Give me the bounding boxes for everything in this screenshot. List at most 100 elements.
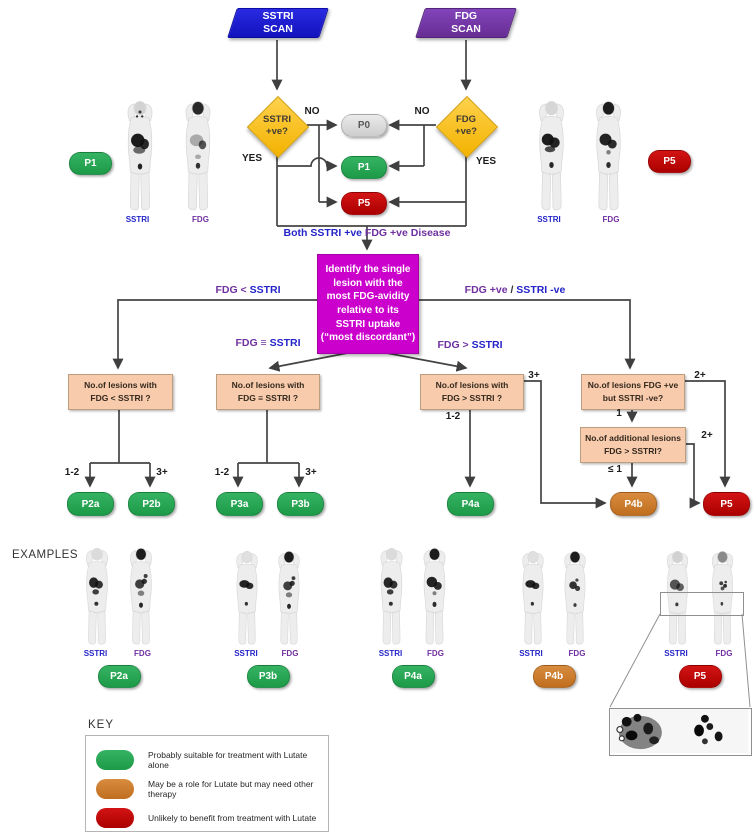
sstri-label: SSTRI	[664, 649, 688, 658]
node-sstri-scan: SSTRI SCAN	[227, 8, 329, 38]
examples-section-title: EXAMPLES	[12, 549, 78, 561]
key-orange-text: May be a role for Lutate but may need ot…	[148, 778, 314, 799]
count-q1-high: 3+	[156, 467, 168, 478]
scan-images	[224, 550, 312, 646]
branch-label-fdg-pos-sstri-neg: FDG +ve / SSTRI -ve	[457, 284, 573, 296]
scan-images	[518, 100, 642, 212]
example-p2a: SSTRI FDG P2a	[72, 547, 166, 688]
pet-scan-image-fdg	[554, 550, 596, 646]
sstri-label: SSTRI	[234, 649, 258, 658]
result-pill-p4b: P4b	[610, 492, 657, 516]
inset-scan-detail	[611, 709, 748, 753]
both-disease-label: Both SSTRI +ve FDG +ve Disease	[257, 227, 477, 239]
scan-labels: SSTRI FDG	[368, 649, 458, 658]
count-q4-one: 1	[616, 408, 622, 419]
example-p4b: SSTRI FDG P4b	[508, 550, 600, 688]
both-disease-sstri-part: Both SSTRI +ve	[283, 227, 363, 239]
pet-scan-image-fdg	[580, 100, 637, 212]
pet-scan-image-sstri	[370, 547, 413, 646]
key-green-text: Probably suitable for treatment with Lut…	[148, 749, 308, 770]
pet-scan-image-sstri	[655, 550, 700, 646]
fdg-label: FDG	[568, 649, 586, 658]
sstri-label: SSTRI	[537, 215, 561, 224]
scan-images	[508, 550, 600, 646]
question-lesions-fdg-eq-sstri: No.of lesions with FDG ≡ SSTRI ?	[216, 374, 320, 410]
question-lesions-fdg-pos-sstri-neg: No.of lesions FDG +ve but SSTRI -ve?	[581, 374, 685, 410]
fdg-label: FDG	[427, 649, 444, 658]
branch-gt-sstri: SSTRI	[471, 339, 503, 351]
branch-pos-slash: /	[510, 284, 514, 296]
count-q1-low: 1-2	[64, 467, 80, 478]
branch-lt-fdg: FDG <	[215, 284, 250, 296]
grade-pill-p0: P0	[341, 114, 387, 137]
result-pill-p4a: P4a	[447, 492, 494, 516]
side-right-scan-pair: SSTRI FDG	[518, 100, 642, 224]
scan-images	[106, 100, 232, 212]
result-pill-p2a: P2a	[67, 492, 114, 516]
node-fdg-scan-label: FDG SCAN	[451, 9, 481, 35]
count-q2-low: 1-2	[214, 467, 230, 478]
branch-eq-fdg: FDG ≡	[235, 337, 270, 349]
example-p3b: SSTRI FDG P3b	[224, 550, 312, 688]
branch-gt-fdg: FDG >	[437, 339, 472, 351]
key-red-text: Unlikely to benefit from treatment with …	[148, 812, 317, 823]
discordant-instruction-box: Identify the single lesion with the most…	[317, 254, 419, 354]
fdg-label: FDG	[192, 215, 209, 224]
pet-scan-image-sstri	[226, 550, 268, 646]
question-additional-lesions: No.of additional lesions FDG > SSTRI?	[580, 427, 686, 463]
example-grade-pill: P2a	[97, 665, 141, 688]
branch-eq-sstri: SSTRI	[269, 337, 301, 349]
node-fdg-scan: FDG SCAN	[415, 8, 517, 38]
pet-scan-image-fdg	[119, 547, 163, 646]
scan-images	[72, 547, 166, 646]
both-disease-fdg-part: FDG +ve Disease	[362, 227, 451, 239]
pet-scan-image-sstri	[523, 100, 580, 212]
side-left-scan-pair: SSTRI FDG	[106, 100, 232, 224]
edge-label-yes-right: YES	[475, 156, 496, 167]
count-q3-low: 1-2	[445, 411, 461, 422]
side-left-grade-pill: P1	[69, 152, 112, 175]
side-right-grade-pill: P5	[648, 150, 691, 173]
key-row-red: Unlikely to benefit from treatment with …	[96, 803, 328, 832]
branch-pos-fdg: FDG +ve	[464, 284, 511, 296]
sstri-label: SSTRI	[519, 649, 543, 658]
key-title: KEY	[88, 719, 115, 731]
fdg-label: FDG	[602, 215, 620, 224]
question-lesions-fdg-gt-sstri: No.of lesions with FDG > SSTRI ?	[420, 374, 524, 410]
edge-label-no-right: NO	[414, 106, 430, 117]
result-pill-p3a: P3a	[216, 492, 263, 516]
result-pill-p2b: P2b	[128, 492, 175, 516]
pet-scan-image-sstri	[512, 550, 554, 646]
edge-label-yes-left: YES	[241, 153, 262, 164]
sstri-label: SSTRI	[125, 215, 150, 224]
grade-pill-p5: P5	[341, 192, 387, 215]
example-grade-pill: P4b	[532, 665, 576, 688]
scan-labels: SSTRI FDG	[652, 649, 748, 658]
key-green-pill	[96, 749, 134, 770]
magnified-region-outline	[660, 592, 744, 616]
branch-lt-sstri: SSTRI	[249, 284, 281, 296]
fdg-label: FDG	[281, 649, 299, 658]
scan-labels: SSTRI FDG	[224, 649, 312, 658]
count-q3-high: 3+	[528, 370, 540, 381]
key-orange-pill	[96, 778, 134, 799]
key-red-pill	[96, 807, 134, 828]
pet-scan-image-sstri	[75, 547, 119, 646]
fdg-label: FDG	[715, 649, 733, 658]
decision-fdg-label: FDG +ve?	[455, 114, 477, 137]
sstri-label: SSTRI	[83, 649, 108, 658]
example-p4a: SSTRI FDG P4a	[368, 547, 458, 688]
count-q4-multi: 2+	[694, 370, 706, 381]
key-row-green: Probably suitable for treatment with Lut…	[96, 745, 328, 774]
edge-label-no-left: NO	[304, 106, 320, 117]
example-p5: SSTRI FDG P5	[652, 550, 748, 688]
key-legend-box: Probably suitable for treatment with Lut…	[85, 735, 329, 832]
pet-scan-image-sstri	[111, 100, 169, 212]
scan-labels: SSTRI FDG	[508, 649, 600, 658]
scan-labels: SSTRI FDG	[106, 215, 232, 224]
count-q2-high: 3+	[305, 467, 317, 478]
example-grade-pill: P4a	[391, 665, 435, 688]
scan-images	[368, 547, 458, 646]
pet-scan-image-fdg	[268, 550, 310, 646]
